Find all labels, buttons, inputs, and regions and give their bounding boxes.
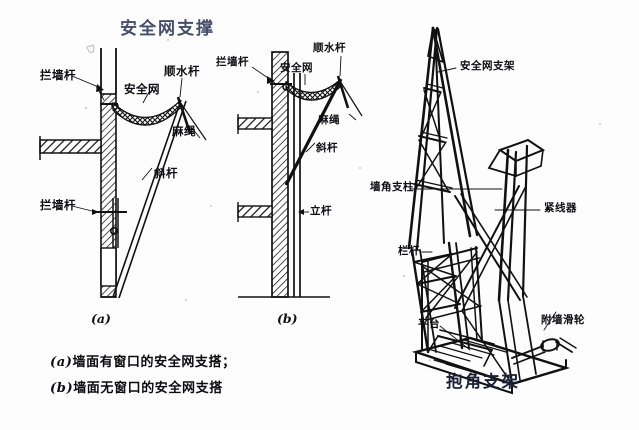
label-c-jinxianqi: 紧线器 [544,202,577,214]
caption-b-prefix: (b) [50,381,74,396]
diagram-c-group [407,26,577,395]
railing-top-rail [421,247,478,263]
leader-xiegan-a [141,167,153,181]
label-b-anquanwang: 安全网 [280,62,313,74]
label-a-xiegan: 斜杆 [154,166,178,180]
leader-shunshuigan-a [179,77,183,98]
leader-shunshuigan-b [339,55,342,77]
corner-column-right [497,148,510,302]
leader-lanqianggan-top-a [71,75,105,101]
leader-masheng-a [190,126,201,139]
scan-noise [84,39,601,361]
leader-anquanwang-a [142,91,150,104]
page-title: 安全网支撑 [120,19,215,39]
label-c-anquanwangzhijia: 安全网支架 [460,60,515,72]
diagonal-brace-b [284,78,343,186]
label-a-anquanwang: 安全网 [124,82,160,96]
leader-xiegan-b [305,142,316,153]
mast-chord-right [431,26,472,238]
caption-a-text: 墙面有窗口的安全网支搭； [72,355,236,370]
diagram-a-group [39,48,207,299]
caption-line-b: (b)墙面无窗口的安全网支搭 [50,377,223,396]
diagram-b-group [237,51,363,298]
label-a-lanqianggan-bottom: 拦墙杆 [40,198,76,212]
hemp-rope-b [339,80,363,117]
railing-post-right [475,246,483,341]
floor-slab-b-upper [237,117,273,130]
label-b-shunshuigan: 顺水杆 [313,42,346,54]
hand-cursor-icon [86,44,95,54]
label-c-pingtai: 平台 [418,318,440,330]
leader-pingtai-c [439,325,471,351]
label-b-masheng: 麻绳 [318,114,340,126]
subcaption-a: (a) [91,311,111,326]
caption-a-prefix: (a) [50,355,73,370]
leader-masheng-b [348,113,357,121]
label-a-lanqianggan-top: 拦墙杆 [40,68,76,82]
label-b-lanqianggan: 拦墙杆 [216,56,249,68]
leader-huaLun-c [543,311,557,331]
label-b-xiegan: 斜杆 [316,142,338,154]
floor-slab-a [39,139,102,154]
label-b-ligan: 立杆 [310,205,332,217]
diagonal-brace-a [112,99,182,298]
label-a-shunshuigan: 顺水杆 [164,64,200,78]
subcaption-b: (b) [277,311,298,326]
label-a-masheng: 麻绳 [172,124,196,138]
label-c-fuqianghualun: 附墙滑轮 [541,314,585,326]
safety-net-a [112,99,181,126]
label-c-qiangjiaozhizhu: 墙角支柱 [370,181,414,193]
corner-post-left [410,248,430,354]
right-figure-title: 抱角支架 [446,372,520,391]
caption-b-text: 墙面无窗口的安全网支搭 [73,381,223,396]
caption-line-a: (a)墙面有窗口的安全网支搭； [50,351,236,370]
floor-slab-b-lower [237,205,273,218]
leader-zhijia-c [437,67,457,73]
label-c-langan: 栏杆 [398,245,420,257]
